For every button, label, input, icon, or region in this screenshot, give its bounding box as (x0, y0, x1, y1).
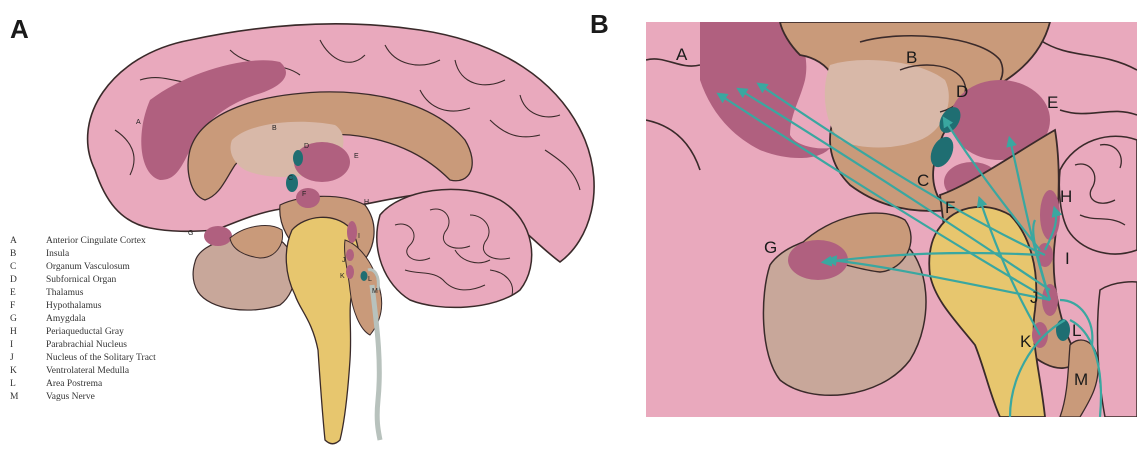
label-a-h: H (364, 199, 369, 206)
label-b-e: E (1047, 93, 1058, 112)
lower-cerebellum-b (1098, 282, 1137, 417)
legend-name: Vagus Nerve (46, 392, 95, 402)
label-b-h: H (1060, 187, 1072, 206)
panel-a: A (10, 14, 594, 444)
legend-name: Parabrachial Nucleus (46, 340, 127, 350)
thalamus-a (294, 142, 350, 182)
legend-name: Nucleus of the Solitary Tract (46, 352, 156, 363)
legend-name: Anterior Cingulate Cortex (46, 236, 146, 246)
label-b-j: J (1030, 288, 1039, 307)
label-a-b: B (272, 125, 277, 132)
legend-letter: G (10, 314, 17, 324)
hypothalamus-a (296, 188, 320, 208)
label-a-l: L (368, 276, 372, 283)
label-a-j: J (342, 257, 346, 264)
panel-b-label: B (590, 9, 609, 39)
legend-letter: J (10, 353, 14, 363)
label-b-k: K (1020, 332, 1032, 351)
label-a-m: M (372, 288, 378, 295)
legend-letter: D (10, 275, 17, 285)
subfornical-organ-a (293, 150, 303, 166)
legend-name: Amygdala (46, 314, 86, 324)
amygdala-a (204, 226, 232, 246)
legend-letter: L (10, 379, 16, 389)
panel-a-label: A (10, 14, 29, 44)
periaqueductal-gray-a (347, 221, 357, 243)
area-postrema-a (361, 271, 368, 281)
legend-name: Subfornical Organ (46, 274, 117, 285)
legend-name: Area Postrema (46, 379, 103, 389)
legend-letter: I (10, 340, 13, 350)
label-b-g: G (764, 238, 777, 257)
legend-name: Hypothalamus (46, 301, 102, 311)
legend-letter: K (10, 366, 17, 376)
label-b-b: B (906, 48, 917, 67)
label-a-k: K (340, 273, 345, 280)
legend-name: Periaqueductal Gray (46, 327, 124, 337)
legend-name: Ventrolateral Medulla (46, 366, 130, 376)
legend-name: Insula (46, 249, 70, 259)
label-b-d: D (956, 82, 968, 101)
parabrachial-nucleus-a (346, 249, 354, 261)
legend-name: Thalamus (46, 288, 84, 298)
legend-letter: E (10, 288, 16, 298)
legend-letter: F (10, 301, 15, 311)
panel-b: B (590, 9, 1137, 417)
legend-letter: M (10, 392, 19, 402)
label-a-i: I (358, 233, 360, 240)
label-a-f: F (302, 191, 306, 198)
label-a-c: C (288, 175, 293, 182)
legend-name: Organum Vasculosum (46, 262, 130, 272)
legend-letter: B (10, 249, 16, 259)
label-b-a: A (676, 45, 688, 64)
label-b-m: M (1074, 370, 1088, 389)
legend-letter: H (10, 327, 17, 337)
label-b-c: C (917, 171, 929, 190)
legend: A Anterior Cingulate Cortex B Insula C O… (10, 236, 156, 402)
label-a-e: E (354, 153, 359, 160)
label-a-g: G (188, 230, 193, 237)
legend-letter: C (10, 262, 16, 272)
label-a-a: A (136, 119, 141, 126)
label-b-f: F (945, 198, 955, 217)
solitary-tract-nucleus-a (346, 265, 354, 279)
label-b-i: I (1065, 249, 1070, 268)
label-b-l: L (1072, 321, 1081, 340)
legend-letter: A (10, 236, 17, 246)
label-a-d: D (304, 143, 309, 150)
